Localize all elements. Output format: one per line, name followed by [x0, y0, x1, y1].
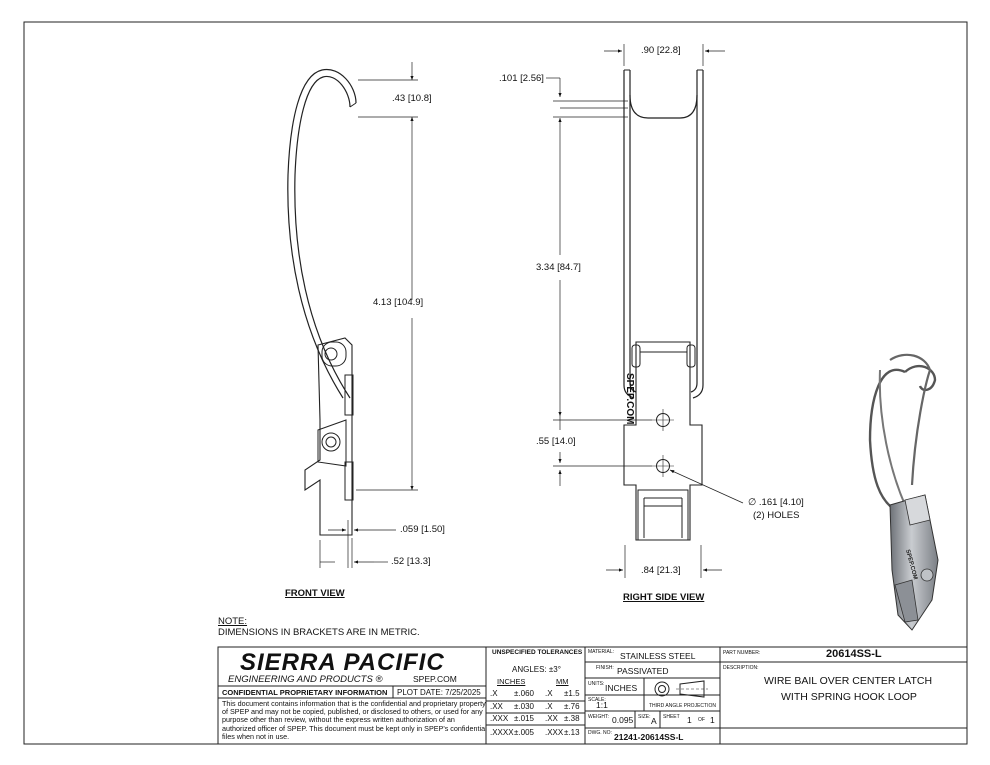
- tol-row-2-in-val: ±.030: [514, 702, 534, 711]
- confidential-notice: This document contains information that …: [222, 699, 487, 741]
- tol-row-3-in-val: ±.015: [514, 714, 534, 723]
- dwg-no-label: DWG. NO:: [588, 730, 612, 736]
- company-website: SPEP.COM: [413, 674, 457, 684]
- dim-side-bottom-width: .84 [21.3]: [641, 565, 681, 576]
- projection-label: THIRD ANGLE PROJECTION: [649, 703, 716, 709]
- side-stamp-text: SPEP.COM: [624, 373, 635, 425]
- units-label: UNITS:: [588, 681, 605, 687]
- plot-date: PLOT DATE: 7/25/2025: [397, 688, 481, 697]
- tol-row-1-in-val: ±.060: [514, 689, 534, 698]
- tolerance-angles: ANGLES: ±3°: [512, 665, 561, 674]
- dim-front-top: .43 [10.8]: [392, 93, 432, 104]
- tol-row-4-mm-fmt: .XXX: [545, 728, 564, 737]
- side-view-dim-lines: [546, 44, 744, 578]
- sheet-label: SHEET: [663, 714, 680, 720]
- tolerance-inches-header: INCHES: [497, 677, 526, 686]
- dim-side-holes-spacing: .55 [14.0]: [536, 436, 576, 447]
- dim-side-wire-offset: .101 [2.56]: [499, 73, 544, 84]
- dim-side-top-width: .90 [22.8]: [641, 45, 681, 56]
- dim-side-height: 3.34 [84.7]: [536, 262, 581, 273]
- sheet-border: [23, 21, 968, 745]
- tol-row-4-in-val: ±.005: [514, 728, 534, 737]
- sheet-value: 1: [687, 715, 692, 725]
- tolerance-mm-header: MM: [556, 677, 569, 686]
- isometric-render: SPEP.COM: [868, 353, 939, 631]
- tol-row-2-mm-fmt: .X: [545, 702, 553, 711]
- sheet-total: 1: [710, 715, 715, 725]
- tol-row-4-mm-val: ±.13: [564, 728, 580, 737]
- tol-row-3-in-fmt: .XXX: [490, 714, 509, 723]
- front-view-dim-lines: [319, 62, 418, 568]
- tol-row-1-in-fmt: .X: [490, 689, 498, 698]
- tol-row-2-in-fmt: .XX: [490, 702, 503, 711]
- hole-callout: ∅ .161 [4.10]: [748, 497, 804, 508]
- scale-label: SCALE:: [588, 697, 606, 703]
- side-view-geometry: [623, 69, 704, 541]
- material-label: MATERIAL:: [588, 649, 615, 655]
- confidential-title: CONFIDENTIAL PROPRIETARY INFORMATION: [222, 688, 388, 697]
- part-number-label: PART NUMBER:: [723, 650, 761, 656]
- tol-row-1-mm-fmt: .X: [545, 689, 553, 698]
- units-value: INCHES: [605, 683, 638, 693]
- weight-label: WEIGHT:: [588, 714, 609, 720]
- finish-label: FINISH:: [596, 665, 614, 671]
- right-side-view-label: RIGHT SIDE VIEW: [623, 592, 705, 603]
- tol-row-2-mm-val: ±.76: [564, 702, 580, 711]
- note-title: NOTE:: [218, 616, 248, 627]
- part-number-value: 20614SS-L: [826, 648, 882, 660]
- size-label: SIZE:: [638, 714, 651, 720]
- tol-row-1-mm-val: ±1.5: [564, 689, 580, 698]
- dim-front-width: .52 [13.3]: [391, 556, 431, 567]
- company-logo: SIERRA PACIFIC: [240, 649, 445, 676]
- description-label: DESCRIPTION:: [723, 665, 759, 671]
- tol-row-3-mm-fmt: .XX: [545, 714, 558, 723]
- size-value: A: [651, 716, 657, 726]
- description-line-2: WITH SPRING HOOK LOOP: [781, 691, 917, 703]
- finish-value: PASSIVATED: [617, 666, 669, 676]
- dim-front-thickness: .059 [1.50]: [400, 524, 445, 535]
- dim-front-height: 4.13 [104.9]: [373, 297, 424, 308]
- company-subtitle: ENGINEERING AND PRODUCTS ®: [228, 674, 383, 685]
- description-line-1: WIRE BAIL OVER CENTER LATCH: [764, 675, 933, 687]
- tol-row-3-mm-val: ±.38: [564, 714, 580, 723]
- material-value: STAINLESS STEEL: [620, 651, 696, 661]
- weight-value: 0.095: [612, 715, 634, 725]
- tol-row-4-in-fmt: .XXXX: [490, 728, 514, 737]
- note-text: DIMENSIONS IN BRACKETS ARE IN METRIC.: [218, 627, 420, 638]
- dwg-no-value: 21241-20614SS-L: [614, 732, 684, 742]
- hole-count: (2) HOLES: [753, 510, 800, 521]
- front-view-label: FRONT VIEW: [285, 588, 345, 599]
- title-block-frame: [217, 646, 968, 745]
- front-view-geometry: [287, 68, 357, 536]
- tolerance-title: UNSPECIFIED TOLERANCES: [492, 649, 583, 656]
- of-label: OF: [698, 717, 705, 723]
- scale-value: 1:1: [596, 700, 608, 710]
